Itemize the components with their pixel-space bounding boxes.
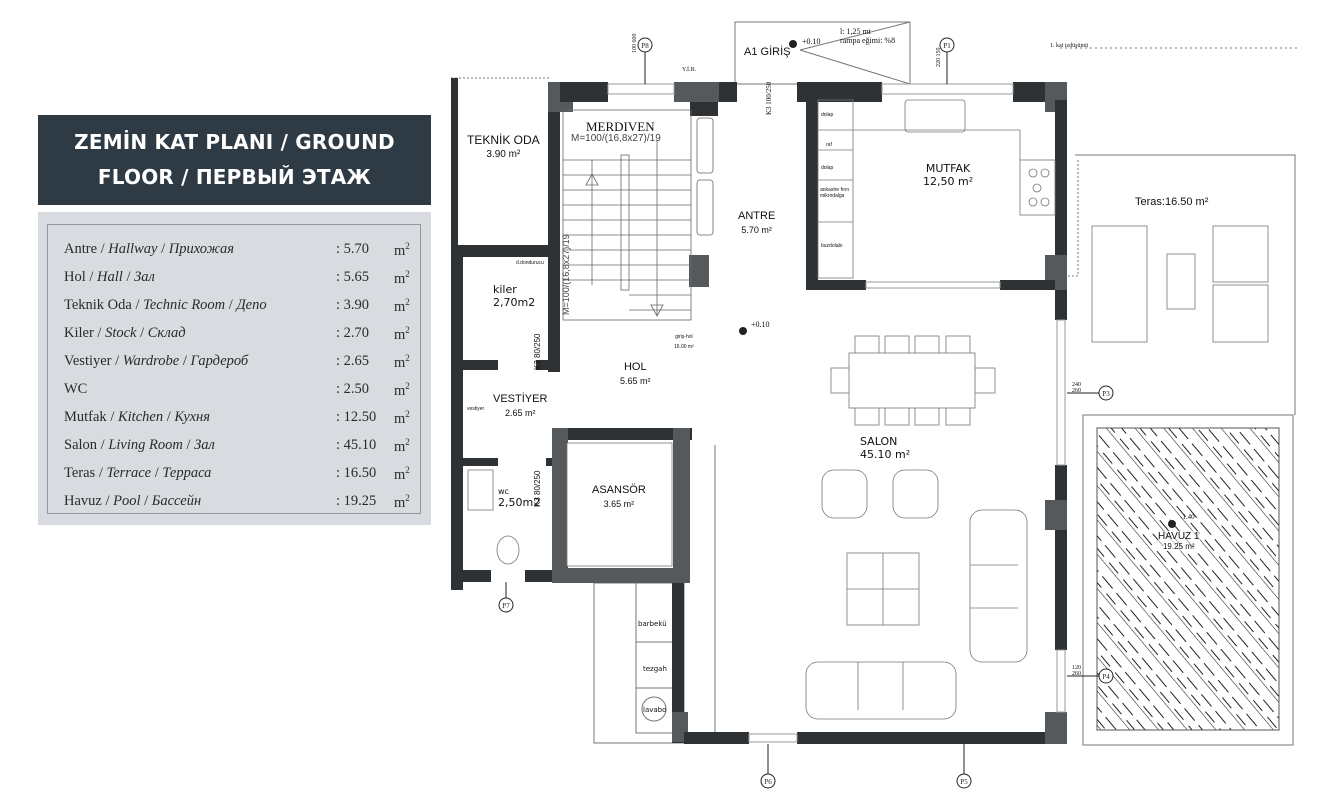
marker-P6: P6 (764, 778, 772, 786)
room-label-teras: Teras:16.50 m² (1135, 196, 1209, 208)
legend-unit: m2 (394, 493, 410, 511)
floor-plan-drawing: P8 P1 P3 P4 P5 P6 P7 (451, 21, 1300, 789)
legend-unit: m2 (394, 465, 410, 483)
legend-area-value: : 45.10 (336, 437, 377, 453)
legend-unit: m2 (394, 297, 410, 315)
vestiyer-small-label: vestiyer (467, 406, 485, 412)
legend-area-value: : 2.70 (336, 325, 370, 341)
legend-room-name: Havuz / Pool / Бассейн (64, 493, 202, 509)
legend-unit: m2 (394, 325, 410, 343)
legend-unit: m2 (394, 381, 410, 399)
kitchen-item-fridge: buzdolabı (821, 243, 843, 249)
legend-unit: m2 (394, 409, 410, 427)
legend-area-value: : 2.65 (336, 353, 370, 369)
legend-area-value: : 5.70 (336, 241, 370, 257)
legend-unit: m2 (394, 353, 410, 371)
legend-unit: m2 (394, 269, 410, 287)
entrance-label: A1 GİRİŞ (744, 46, 791, 58)
legend-row: Kiler / Stock / Склад : 2.70 m2 (64, 325, 414, 347)
legend-row: Salon / Living Room / Зал : 45.10 m2 (64, 437, 414, 459)
legend-room-name: Mutfak / Kitchen / Кухня (64, 409, 210, 425)
legend-room-name: Teknik Oda / Technic Room / Депо (64, 297, 267, 313)
legend-unit: m2 (394, 241, 410, 259)
outdoor-item-tezgah: tezgah (643, 665, 667, 673)
legend-room-name: Teras / Terrace / Терраса (64, 465, 212, 481)
legend-row: Teras / Terrace / Терраса : 16.50 m2 (64, 465, 414, 487)
legend-row: WC : 2.50 m2 (64, 381, 414, 403)
kiler-item: d.dondurucu (516, 260, 544, 266)
door-tag-entry: K3 100/250 (765, 81, 773, 115)
marker-P5: P5 (960, 778, 968, 786)
kitchen-item-dolap-2: dolap (821, 165, 834, 171)
marker-P7: P7 (502, 602, 510, 610)
legend-area-value: : 5.65 (336, 269, 370, 285)
stair-spec-vertical: M=100/(16,8x27)/19 (561, 234, 571, 315)
page-title: ZEMİN KAT PLANI / GROUND FLOOR / ПЕРВЫЙ … (38, 115, 431, 205)
legend-area-value: : 19.25 (336, 493, 377, 509)
kitchen-item-oven: ankastre fırın mikrodalga (820, 187, 850, 199)
legend-unit: m2 (394, 437, 410, 455)
legend-area-value: : 3.90 (336, 297, 370, 313)
legend-room-name: WC (64, 381, 88, 397)
legend-room-name: Salon / Living Room / Зал (64, 437, 215, 453)
dim-P8: 100 600 (632, 33, 638, 54)
title-line-2: FLOOR / ПЕРВЫЙ ЭТАЖ (97, 165, 372, 189)
title-line-1: ZEMİN KAT PLANI / GROUND (74, 130, 395, 154)
kitchen-item-raf: raf (826, 142, 832, 148)
outdoor-item-lavabo: lavabo (643, 706, 667, 714)
marker-P8: P8 (641, 42, 649, 50)
outdoor-item-barbeku: barbekü (638, 620, 667, 628)
legend-row: Teknik Oda / Technic Room / Депо : 3.90 m2 (64, 297, 414, 319)
legend-row: Hol / Hall / Зал : 5.65 m2 (64, 269, 414, 291)
upper-floor-note: 1. kat izdüşümü (1050, 43, 1089, 49)
door-tag-kiler: K3 80/250 (533, 333, 542, 370)
dim-P1: 220 150 (936, 47, 942, 68)
marker-P4: P4 (1102, 673, 1110, 681)
legend-area-value: : 12.50 (336, 409, 377, 425)
legend-room-name: Hol / Hall / Зал (64, 269, 155, 285)
legend-room-name: Vestiyer / Wardrobe / Гардероб (64, 353, 249, 369)
door-tag-wc: K3 80/250 (533, 470, 542, 507)
legend-row: Mutfak / Kitchen / Кухня : 12.50 m2 (64, 409, 414, 431)
marker-P1: P1 (943, 42, 951, 50)
ytb-label: Y.İ.B. (682, 67, 697, 73)
legend-room-name: Antre / Hallway / Прихожая (64, 241, 234, 257)
legend-room-name: Kiler / Stock / Склад (64, 325, 186, 341)
legend-row: Vestiyer / Wardrobe / Гардероб : 2.65 m2 (64, 353, 414, 375)
stair-spec: M=100/(16,8x27)/19 (571, 133, 661, 144)
legend-row: Antre / Hallway / Прихожая : 5.70 m2 (64, 241, 414, 263)
pool-level: -1.40 (1180, 513, 1195, 521)
kitchen-item-dolap-1: dolap (821, 112, 834, 118)
room-label-merdiven: MERDIVEN (586, 119, 655, 134)
entrance-level: +0.10 (802, 37, 821, 46)
legend-area-value: : 16.50 (336, 465, 377, 481)
legend-area-value: : 2.50 (336, 381, 370, 397)
hol-level: +0.10 (751, 320, 770, 329)
legend-row: Havuz / Pool / Бассейн : 19.25 m2 (64, 493, 414, 515)
marker-P3: P3 (1102, 390, 1110, 398)
